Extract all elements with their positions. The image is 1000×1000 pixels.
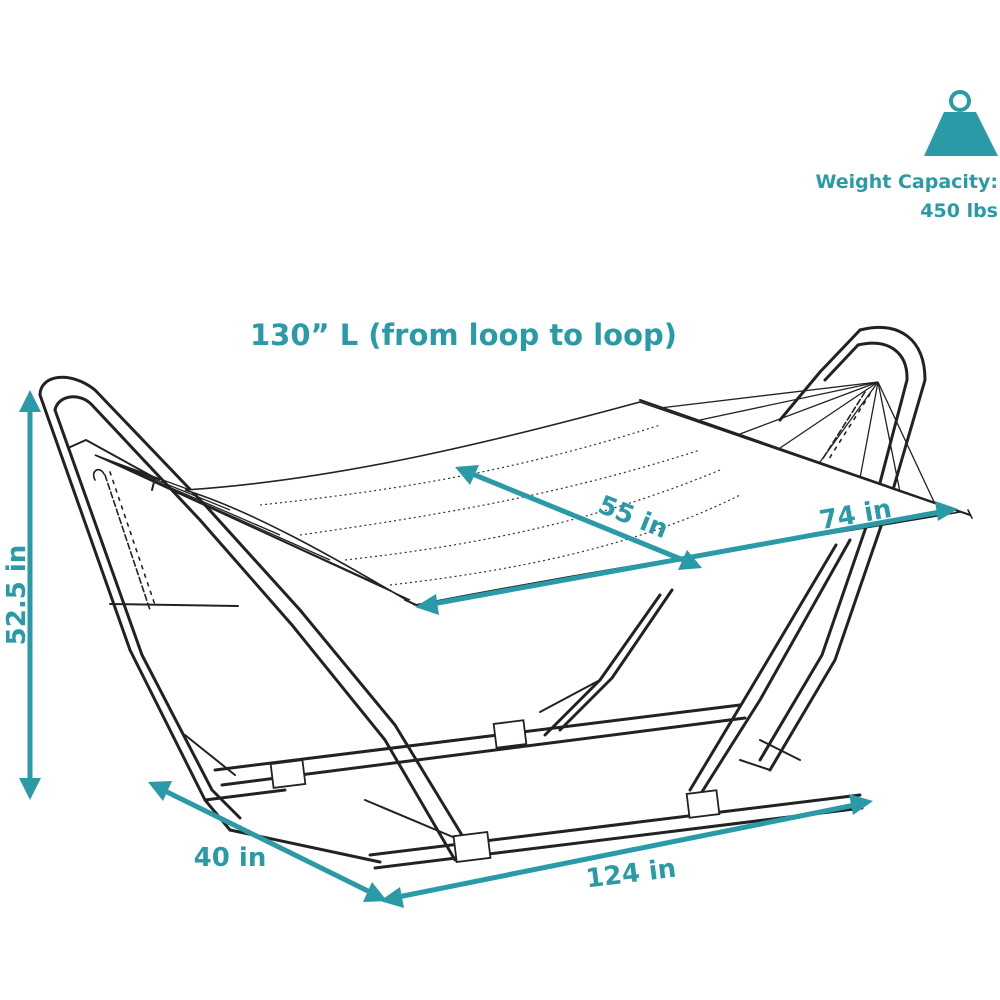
right-chain	[821, 391, 871, 463]
stand-width-arrow	[148, 781, 387, 902]
stand-length-arrow	[380, 794, 873, 908]
hammock-stand	[38, 325, 927, 870]
bed-width-arrow	[455, 465, 702, 570]
left-chain	[92, 468, 239, 611]
stand-length-label: 124 in	[584, 854, 678, 895]
length-loop-to-loop-label: 130” L (from loop to loop)	[250, 318, 677, 352]
height-arrow	[19, 390, 41, 800]
weight-capacity-value: 450 lbs	[920, 200, 998, 222]
stand-width-label: 40 in	[194, 843, 267, 873]
height-label: 52.5 in	[2, 545, 32, 646]
left-ropes	[94, 454, 411, 601]
weight-icon	[924, 90, 998, 156]
bed-length-arrow	[415, 501, 958, 615]
weight-capacity-label: Weight Capacity:	[815, 171, 998, 193]
